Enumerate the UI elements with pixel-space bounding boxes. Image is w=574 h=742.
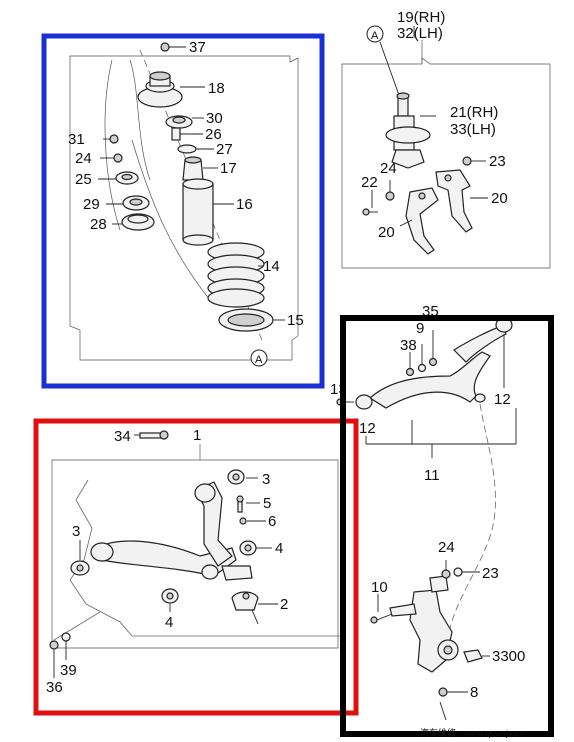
label-10: 10 bbox=[371, 579, 388, 596]
bushing-3-upper bbox=[227, 469, 245, 485]
bolt-31 bbox=[103, 134, 119, 144]
label-24-shock: 24 bbox=[380, 160, 397, 177]
washer-9 bbox=[417, 363, 427, 373]
washer-23-knuckle bbox=[453, 567, 463, 577]
upper-ball-joint bbox=[474, 393, 486, 403]
dust-boot-16 bbox=[182, 178, 214, 246]
bolt-10 bbox=[370, 613, 393, 624]
washer-25 bbox=[115, 171, 139, 185]
shock-absorber-21-33 bbox=[385, 92, 431, 169]
lower-control-arm-1 bbox=[90, 481, 237, 580]
nut-24 bbox=[113, 153, 123, 163]
label-11: 11 bbox=[424, 467, 440, 484]
ball-joint-2 bbox=[231, 591, 259, 625]
label-19-rh: 19(RH) bbox=[397, 9, 445, 26]
washer-39 bbox=[61, 632, 71, 642]
label-33-lh: 33(LH) bbox=[450, 121, 496, 138]
label-36: 36 bbox=[46, 679, 63, 696]
label-34: 34 bbox=[114, 428, 131, 445]
label-31: 31 bbox=[68, 131, 85, 148]
label-4-lower: 4 bbox=[165, 614, 173, 631]
label-15: 15 bbox=[287, 312, 304, 329]
label-28: 28 bbox=[90, 216, 107, 233]
bolt-22 bbox=[362, 208, 378, 216]
label-16: 16 bbox=[236, 196, 253, 213]
coil-spring-14 bbox=[207, 242, 265, 308]
label-1: 1 bbox=[193, 427, 201, 444]
lower-arm-box bbox=[33, 418, 359, 716]
nut-38 bbox=[405, 367, 415, 377]
label-12-left: 12 bbox=[359, 420, 376, 437]
nut-24-knuckle bbox=[441, 569, 451, 579]
label-21-rh: 21(RH) bbox=[450, 104, 498, 121]
label-3-upper: 3 bbox=[262, 471, 270, 488]
watermark-text: 汽车维修 · www.qcwxjs.cn bbox=[420, 727, 525, 738]
upper-arm-knuckle-group: 35 9 38 12 13 12 11 24 23 10 3300 8 bbox=[330, 303, 525, 721]
label-32-lh: 32(LH) bbox=[397, 25, 443, 42]
label-4-right: 4 bbox=[275, 540, 283, 557]
insulator-28 bbox=[121, 213, 155, 231]
label-ref-a-strut: A bbox=[255, 354, 263, 366]
bushing-4-lower bbox=[161, 588, 179, 604]
strut-assembly-group: 37 18 30 26 27 31 24 17 25 29 16 28 14 1… bbox=[68, 39, 304, 367]
spring-seat-29 bbox=[122, 195, 150, 211]
bushing-3-left bbox=[70, 560, 90, 576]
label-6: 6 bbox=[268, 513, 276, 530]
bracket-20-left bbox=[405, 187, 439, 255]
label-22: 22 bbox=[361, 174, 378, 191]
nut-23-shock bbox=[462, 156, 472, 166]
label-18: 18 bbox=[208, 80, 225, 97]
lower-arm-group: 34 1 3 5 6 3 4 2 4 36 39 bbox=[46, 427, 340, 696]
label-24: 24 bbox=[75, 150, 92, 167]
label-38: 38 bbox=[400, 337, 417, 354]
bump-stop-17 bbox=[182, 156, 204, 181]
bearing-30 bbox=[165, 115, 193, 129]
label-2: 2 bbox=[280, 596, 288, 613]
label-24-knuckle: 24 bbox=[438, 539, 455, 556]
label-9: 9 bbox=[416, 320, 424, 337]
label-8: 8 bbox=[470, 684, 478, 701]
nut-36 bbox=[49, 640, 59, 650]
nut-24-shock bbox=[385, 191, 395, 201]
label-37: 37 bbox=[189, 39, 206, 56]
label-23-knuckle: 23 bbox=[482, 565, 499, 582]
label-3300: 3300 bbox=[492, 648, 525, 665]
label-3-left: 3 bbox=[72, 523, 80, 540]
lower-seat-15 bbox=[218, 308, 274, 332]
washer-27 bbox=[177, 144, 197, 154]
label-26: 26 bbox=[205, 126, 222, 143]
label-39: 39 bbox=[60, 662, 77, 679]
bolt-5 bbox=[236, 495, 244, 513]
upper-control-arm-11 bbox=[355, 317, 513, 410]
label-12-right: 12 bbox=[494, 391, 511, 408]
label-5: 5 bbox=[263, 495, 271, 512]
upper-arm-knuckle-box bbox=[340, 315, 554, 737]
label-29: 29 bbox=[83, 196, 100, 213]
label-23-shock: 23 bbox=[489, 153, 506, 170]
label-27: 27 bbox=[216, 141, 233, 158]
label-30: 30 bbox=[206, 110, 223, 127]
label-14: 14 bbox=[263, 258, 280, 275]
bolt-34 bbox=[139, 430, 169, 440]
arm-bracket bbox=[221, 565, 253, 581]
steering-knuckle bbox=[389, 575, 459, 673]
dust-shield-3300 bbox=[463, 649, 483, 663]
nut-6 bbox=[239, 517, 247, 525]
label-20-right: 20 bbox=[491, 190, 508, 207]
strut-assembly-box bbox=[41, 33, 325, 389]
label-ref-a-shock: A bbox=[371, 30, 379, 42]
label-25: 25 bbox=[75, 171, 92, 188]
bushing-26 bbox=[171, 127, 181, 141]
top-mount-18 bbox=[137, 71, 183, 108]
label-20-left: 20 bbox=[378, 224, 395, 241]
reference-a-circle bbox=[250, 349, 268, 367]
shock-mount-group: A bbox=[341, 9, 551, 269]
label-17: 17 bbox=[220, 160, 237, 177]
bolt-35 bbox=[428, 357, 438, 367]
bushing-4-right bbox=[239, 540, 257, 556]
nut-8 bbox=[438, 687, 448, 697]
bracket-20-right bbox=[435, 169, 473, 233]
nut-37 bbox=[160, 42, 170, 52]
